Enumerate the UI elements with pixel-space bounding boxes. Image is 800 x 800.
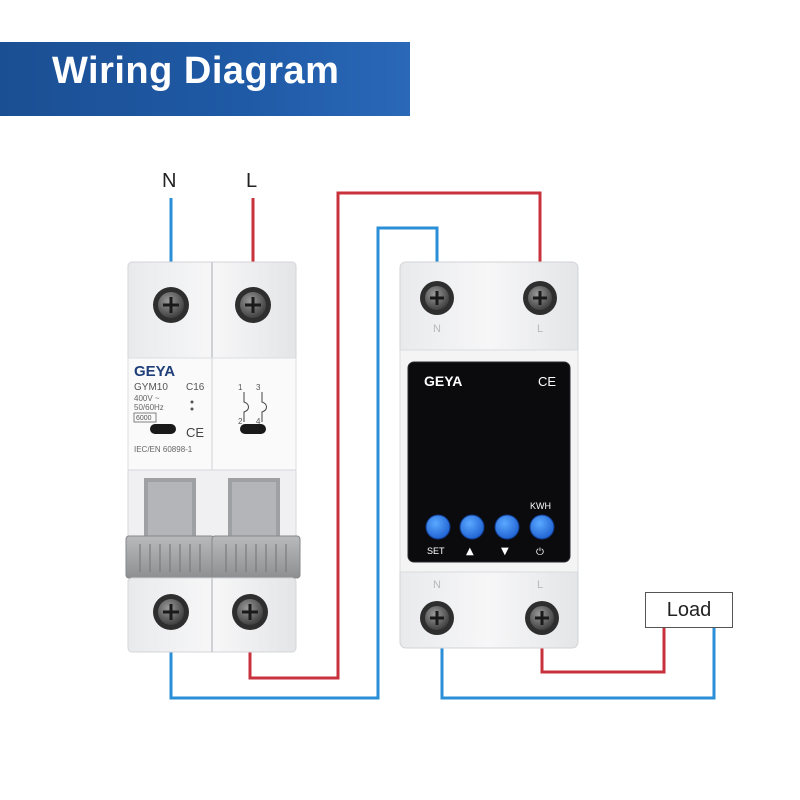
meter-out-n-screw	[420, 601, 454, 635]
meter-in-l-label: L	[537, 323, 543, 335]
power-icon: ⏻	[536, 547, 544, 558]
breaker-bottom-right-screw	[232, 594, 268, 630]
arrow-up-icon: ▲	[466, 546, 474, 557]
load-label: Load	[666, 598, 712, 621]
breaker-breaking-capacity: 6000	[136, 415, 152, 422]
breaker-standard: IEC/EN 60898-1	[134, 445, 193, 454]
title-banner	[0, 42, 410, 116]
circuit-breaker	[125, 261, 301, 653]
meter-in-n-screw	[420, 281, 454, 315]
breaker-circuit-symbol	[243, 392, 267, 422]
load-box: Load	[645, 592, 733, 628]
breaker-top-right-screw	[235, 287, 271, 323]
breaker-top-left-screw	[153, 287, 189, 323]
down-button[interactable]	[494, 514, 520, 540]
page-title: Wiring Diagram	[52, 50, 340, 92]
breaker-terminal-1: 1	[238, 383, 243, 392]
breaker-bottom-left-screw	[153, 594, 189, 630]
live-meter-to-load-wire	[540, 628, 666, 674]
breaker-brand: GEYA	[134, 363, 175, 380]
power-button[interactable]	[529, 514, 555, 540]
neutral-meter-to-load-wire	[440, 628, 716, 700]
breaker-frequency: 50/60Hz	[134, 403, 164, 412]
set-label: SET	[427, 546, 445, 556]
live-breaker-to-meter-wire	[248, 191, 542, 680]
meter-out-l-screw	[525, 601, 559, 635]
breaker-model: GYM10	[134, 382, 168, 393]
up-button[interactable]	[459, 514, 485, 540]
meter-ce-mark: CE	[538, 374, 556, 389]
set-button[interactable]	[425, 514, 451, 540]
meter-brand: GEYA	[424, 373, 462, 389]
live-supply-label: L	[246, 170, 258, 192]
breaker-rating: C16	[186, 382, 205, 393]
meter-in-n-label: N	[433, 323, 441, 335]
neutral-breaker-to-meter-wire	[169, 226, 439, 700]
meter-in-l-screw	[523, 281, 557, 315]
breaker-terminal-4: 4	[256, 417, 261, 426]
breaker-ce-mark: CE	[186, 425, 204, 440]
meter-out-l-label: L	[537, 579, 543, 591]
breaker-terminal-2: 2	[238, 417, 243, 426]
meter-out-n-label: N	[433, 579, 441, 591]
energy-meter	[399, 261, 579, 649]
breaker-terminal-3: 3	[256, 383, 261, 392]
neutral-supply-label: N	[162, 170, 177, 192]
meter-unit-label: KWH	[530, 501, 551, 511]
breaker-voltage: 400V ~	[134, 394, 160, 403]
arrow-down-icon: ▼	[501, 546, 509, 557]
